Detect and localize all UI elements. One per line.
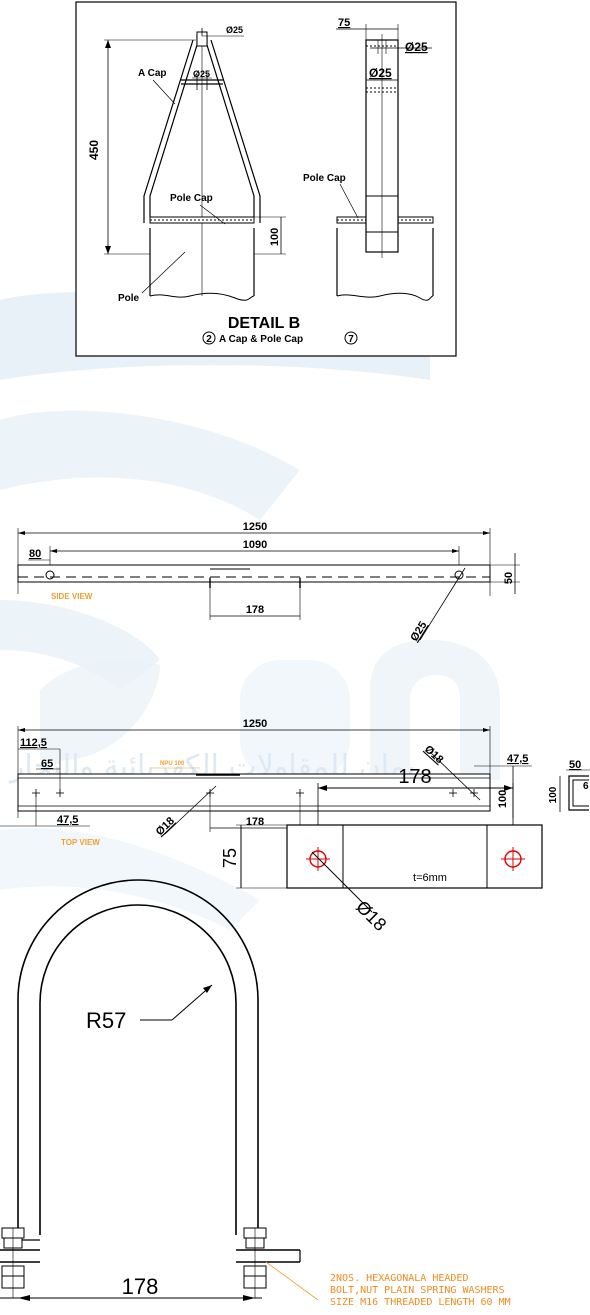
detail-b-callout-right: 7 <box>348 334 354 345</box>
detail-b-callout-left: 2 <box>206 334 212 345</box>
label-a-cap: A Cap <box>138 68 167 79</box>
dim-top-100: 100 <box>497 790 509 808</box>
u-bolt-spacing: 178 <box>122 1274 159 1299</box>
dim-d25-top: Ø25 <box>226 25 243 35</box>
side-view-label: SIDE VIEW <box>51 592 93 601</box>
dim-top-112-5: 112,5 <box>20 737 47 749</box>
dim-side-1250: 1250 <box>243 521 267 533</box>
dim-side-178: 178 <box>246 604 264 616</box>
label-pole-cap: Pole Cap <box>170 193 213 204</box>
dim-100-left: 100 <box>269 228 281 246</box>
plate-dim-75: 75 <box>220 848 240 868</box>
dim-top-1250: 1250 <box>243 718 267 730</box>
dim-side-80: 80 <box>29 548 41 560</box>
u-bolt-detail: R57 178 2NOS. HEXAGONALA HEADED BOLT,NUT… <box>0 879 511 1308</box>
dim-top-47-5-left: 47,5 <box>57 814 78 826</box>
u-bolt-note-line-3: SIZE M16 THREADED LENGTH 60 MM <box>330 1297 511 1308</box>
detail-b-title: DETAIL B <box>228 315 300 332</box>
dim-d25-side-a: Ø25 <box>405 40 428 54</box>
dim-side-1090: 1090 <box>243 539 267 551</box>
plate-hole: Ø18 <box>352 897 390 935</box>
plate-thickness: t=6mm <box>413 872 447 884</box>
plate-dim-178: 178 <box>398 766 431 788</box>
label-pole: Pole <box>118 293 140 304</box>
u-bolt-radius: R57 <box>86 1008 126 1033</box>
dim-top-hole-left: Ø18 <box>154 815 177 838</box>
u-bolt-note-line-1: 2NOS. HEXAGONALA HEADED <box>330 1273 468 1284</box>
top-view-profile-tag: NPU 100 <box>160 761 185 767</box>
u-bolt-note-line-2: BOLT,NUT PLAIN SPRING WASHERS <box>330 1285 505 1296</box>
dim-d25-mid: Ø25 <box>193 69 210 79</box>
dim-side-hole: Ø25 <box>408 620 429 644</box>
dim-top-178: 178 <box>246 816 264 828</box>
dim-top-hole-right: Ø18 <box>422 743 445 766</box>
label-pole-cap-side: Pole Cap <box>303 173 346 184</box>
dim-450: 450 <box>87 140 101 160</box>
dim-top-47-5-right: 47,5 <box>507 753 528 765</box>
dim-side-50: 50 <box>503 572 515 584</box>
section-dim-6: 6 <box>583 781 589 792</box>
left-nut-stack <box>1 1227 25 1298</box>
detail-b: 450 100 Ø25 Ø25 A Cap Pole Cap Pole <box>75 1 457 357</box>
dim-d25-side-b: Ø25 <box>369 66 392 80</box>
right-nut-stack <box>243 1227 267 1298</box>
detail-b-subtitle: A Cap & Pole Cap <box>219 334 303 345</box>
dim-75: 75 <box>338 17 350 29</box>
front-view: 450 100 Ø25 Ø25 A Cap Pole Cap Pole <box>87 25 286 304</box>
side-profile-view: 75 Ø25 Ø25 Pole Cap <box>303 17 434 301</box>
plate-detail: 178 75 t=6mm Ø18 <box>220 766 543 935</box>
channel-section: 50 100 6 <box>548 759 590 812</box>
section-dim-50: 50 <box>569 759 581 771</box>
section-dim-100: 100 <box>548 786 559 803</box>
top-view-label: TOP VIEW <box>61 838 100 847</box>
dim-top-65: 65 <box>41 758 53 770</box>
